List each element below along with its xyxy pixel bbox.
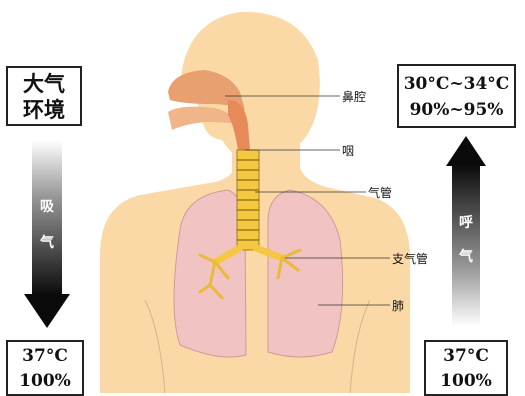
label-trachea: 气管 bbox=[368, 184, 392, 201]
label-bronchus: 支气管 bbox=[392, 250, 428, 267]
upper-airway-temperature: 30°C~34°C bbox=[399, 71, 514, 97]
inhale-label-2: 气 bbox=[37, 232, 57, 252]
lung-right-humidity: 100% bbox=[426, 369, 506, 394]
label-pharynx: 咽 bbox=[342, 142, 354, 159]
lung-right-box: 37°C 100% bbox=[424, 340, 508, 396]
label-lung: 肺 bbox=[392, 297, 404, 314]
lung-left-humidity: 100% bbox=[8, 369, 82, 394]
lung-left-temperature: 37°C bbox=[8, 344, 82, 369]
upper-airway-box: 30°C~34°C 90%~95% bbox=[397, 64, 516, 128]
exhale-arrow-head bbox=[446, 136, 486, 166]
environment-line2: 环境 bbox=[8, 97, 80, 123]
inhale-arrow-head bbox=[24, 294, 70, 328]
exhale-label-1: 呼 bbox=[456, 212, 476, 232]
lung-left-box: 37°C 100% bbox=[6, 340, 84, 396]
lung-right-temperature: 37°C bbox=[426, 344, 506, 369]
inhale-arrow-shaft bbox=[32, 140, 62, 296]
label-nasal-cavity: 鼻腔 bbox=[342, 88, 366, 105]
upper-airway-humidity: 90%~95% bbox=[399, 97, 514, 123]
inhale-label-1: 吸 bbox=[37, 196, 57, 216]
exhale-arrow-shaft bbox=[452, 164, 480, 326]
environment-box: 大气 环境 bbox=[6, 66, 82, 126]
left-lung bbox=[174, 190, 246, 357]
environment-line1: 大气 bbox=[8, 71, 80, 97]
exhale-label-2: 气 bbox=[456, 246, 476, 266]
